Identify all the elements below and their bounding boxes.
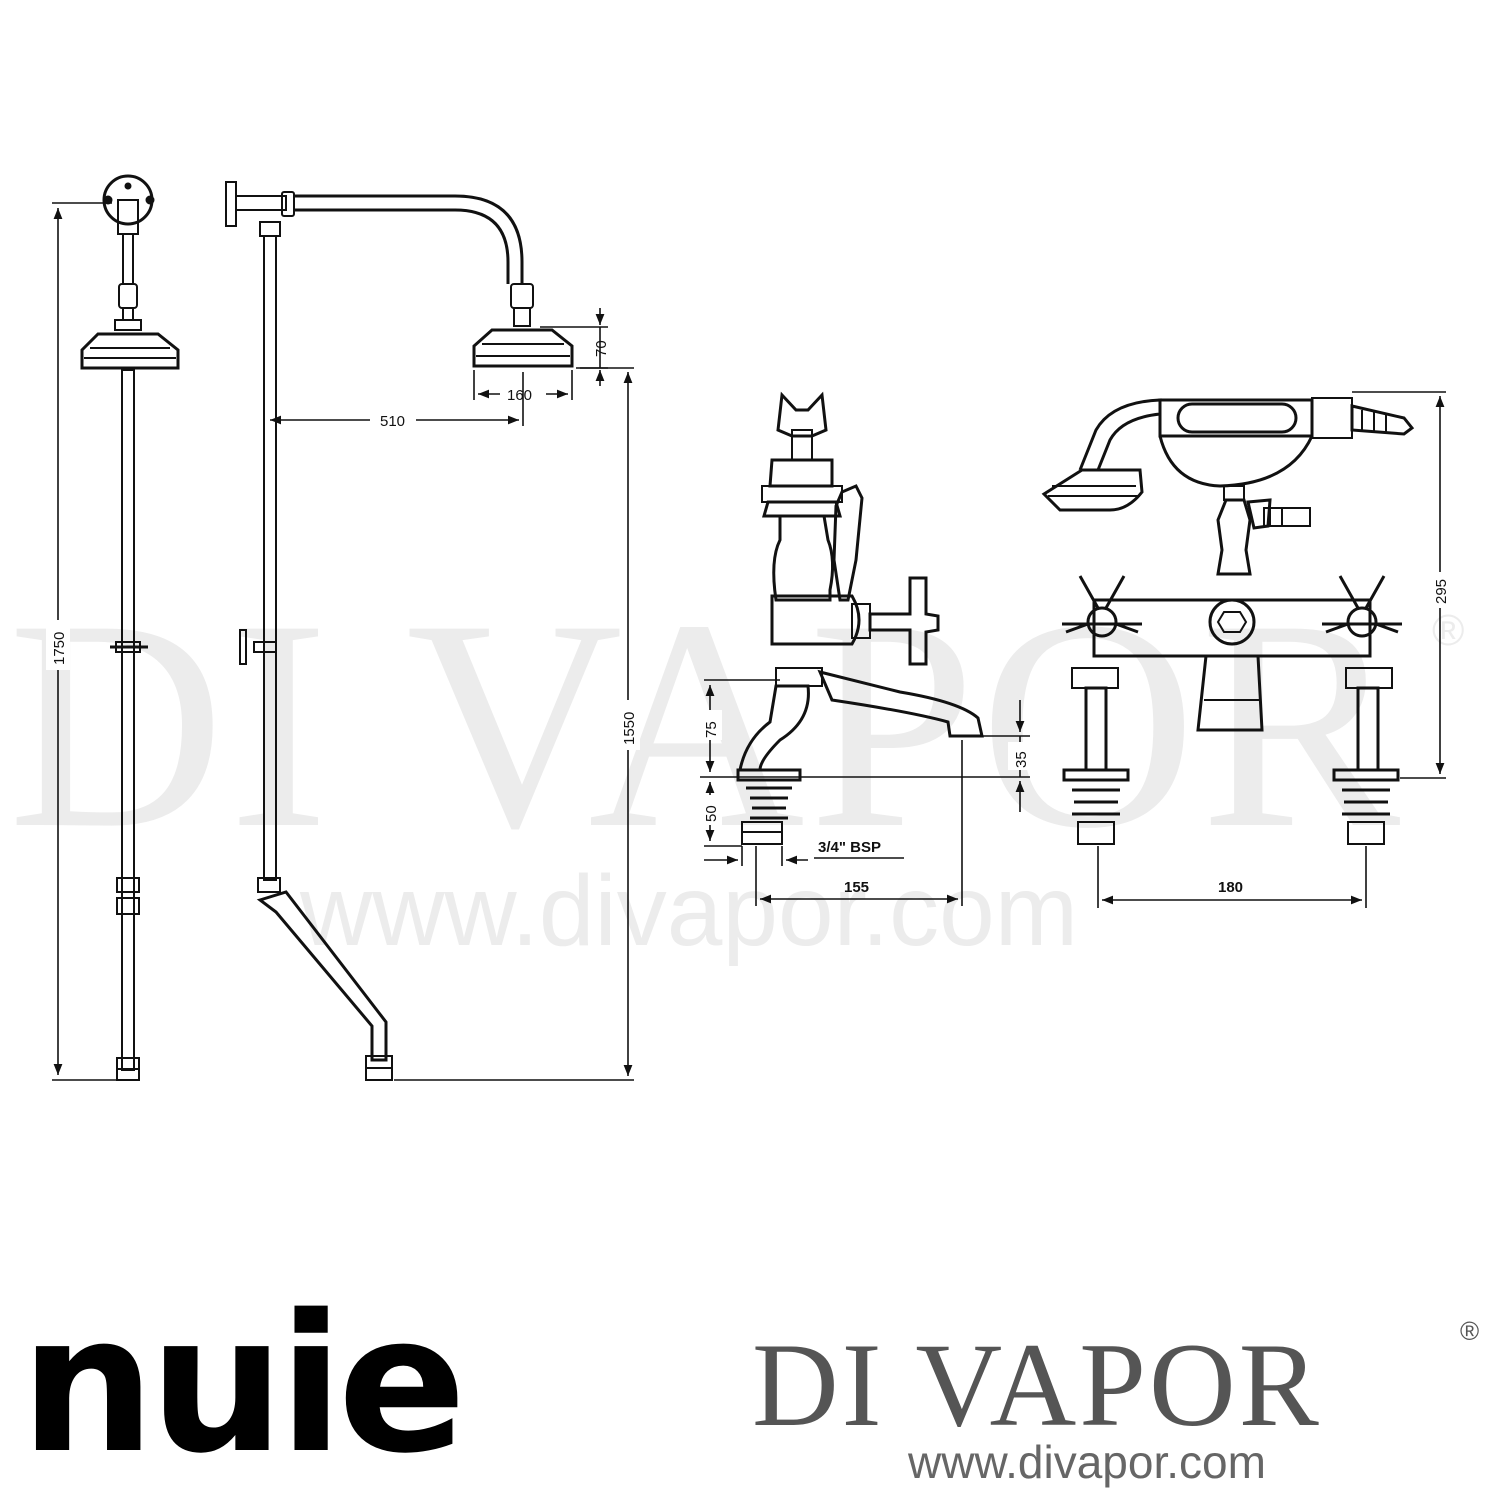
watermark: DI VAPOR ® www.divapor.com [8, 558, 1464, 967]
centre-boss [1208, 598, 1256, 646]
dimension-label-160: 160 [507, 387, 532, 404]
right-valve [1346, 606, 1378, 638]
spout [817, 669, 984, 738]
dimension-label-bsp: 3/4" BSP [818, 839, 881, 856]
offset-pipe [256, 890, 388, 1062]
slider-knob [239, 629, 247, 665]
dimension-label-50: 50 [703, 805, 720, 822]
flange-screw [145, 195, 155, 205]
dimension-label-510: 510 [380, 413, 405, 430]
diverter-nut [116, 877, 140, 893]
watermark-url: www.divapor.com [299, 855, 1078, 967]
shower-front-view [80, 174, 180, 1081]
handset-cradle-side [776, 391, 828, 438]
watermark-registered: ® [1432, 606, 1464, 655]
dimension-160: 160 [473, 370, 573, 404]
divapor-registered: ® [1460, 1316, 1479, 1346]
head-nut [510, 283, 534, 309]
handset-ceramic-insert [1176, 402, 1298, 434]
nuie-logo: nuie [20, 1274, 467, 1495]
diverter-lever [1246, 498, 1272, 530]
shower-arm [294, 194, 524, 284]
lever-handle [832, 484, 864, 602]
hose [1350, 404, 1415, 436]
mixer-side-view [736, 391, 984, 845]
hex-nut [1216, 611, 1248, 633]
cross-handle-side [868, 576, 940, 666]
arm-nut [118, 283, 138, 309]
left-cross-handle [1065, 575, 1139, 634]
divapor-wordmark: DI VAPOR [752, 1318, 1322, 1451]
dimension-155: 155 [755, 740, 963, 906]
hose-connector [1311, 397, 1353, 439]
dimension-75: 75 [698, 679, 780, 772]
dimension-180: 180 [1097, 846, 1367, 908]
arm-pipe [122, 233, 134, 285]
shower-head-front [80, 332, 180, 370]
right-cross-handle [1325, 575, 1399, 634]
dimension-label-295: 295 [1433, 579, 1450, 604]
divapor-url: www.divapor.com [907, 1436, 1266, 1488]
riser-rail-side [263, 235, 277, 881]
shower-head-side [472, 328, 574, 368]
valve-cap [768, 458, 834, 488]
mixer-front-view [1041, 397, 1415, 845]
slider-side [253, 641, 277, 653]
dimension-label-70: 70 [593, 340, 610, 357]
arm-nut [281, 191, 295, 217]
flange-screw [103, 195, 113, 205]
dimension-1550: 1550 [394, 367, 640, 1081]
diverter-nut-side [257, 877, 281, 893]
flange-screw [124, 182, 132, 190]
dimension-label-75: 75 [703, 721, 720, 738]
arm-elbow [117, 199, 139, 235]
dimension-70: 70 [540, 308, 610, 386]
handset-neck [1078, 398, 1162, 471]
dimension-510: 510 [270, 372, 524, 430]
diverter-knob [1263, 507, 1311, 527]
head-collar [114, 319, 142, 331]
dimension-1750: 1750 [46, 202, 120, 1081]
dimension-label-1750: 1750 [51, 632, 68, 665]
left-valve [1086, 606, 1118, 638]
dimension-295: 295 [1352, 391, 1452, 779]
mixer-riser [1216, 498, 1252, 576]
dimension-50: 50 [698, 776, 1030, 847]
dimension-35: 35 [980, 700, 1032, 812]
dimension-bsp: 3/4" BSP [704, 839, 904, 866]
dimension-label-180: 180 [1218, 879, 1243, 896]
dimension-label-1550: 1550 [621, 712, 638, 745]
handset-cradle [1158, 435, 1314, 488]
wall-plate [225, 181, 237, 227]
spout-front [1196, 654, 1264, 732]
mixer-leg [738, 684, 810, 772]
handset-head [1041, 468, 1144, 512]
divapor-logo: DI VAPOR ® www.divapor.com [752, 1316, 1479, 1488]
dimension-label-35: 35 [1013, 751, 1030, 768]
dimension-label-155: 155 [844, 879, 869, 896]
nuie-wordmark: nuie [20, 1274, 461, 1495]
valve-body [770, 594, 861, 646]
mixer-bridge [1092, 598, 1372, 658]
rail-top-bracket [259, 221, 281, 237]
shower-side-view [225, 181, 574, 1081]
diverter-body [116, 897, 140, 915]
arm-pipe [122, 307, 134, 321]
arm-joint [235, 195, 287, 211]
